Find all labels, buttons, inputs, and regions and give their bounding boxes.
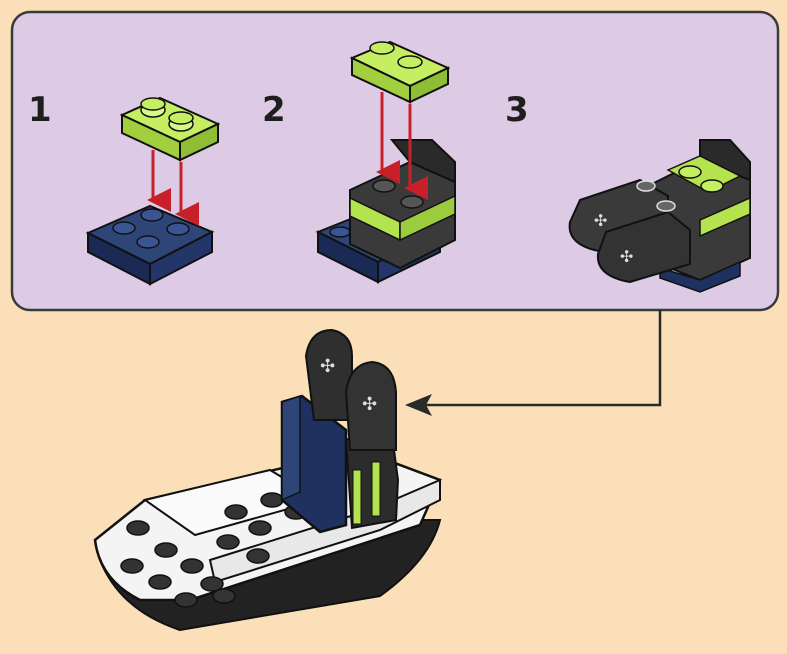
svg-text:✣: ✣ [362, 394, 377, 415]
step-2-assembly [315, 40, 456, 284]
lime-2x1-plate-icon [349, 40, 451, 104]
step-3-assembly: ✣ ✣ [568, 139, 751, 293]
callout-leader-arrowhead [405, 394, 432, 416]
step-number-1: 1 [28, 90, 52, 130]
svg-text:✣: ✣ [320, 356, 335, 377]
clip-pair-icon: ✣ ✣ [568, 178, 691, 284]
lime-2x1-plate-icon [119, 96, 221, 162]
svg-text:✣: ✣ [620, 247, 633, 266]
dark-bracket-icon [349, 139, 456, 270]
step-1-assembly [85, 96, 221, 286]
step-number-3: 3 [505, 90, 529, 130]
callout-leader-line [425, 310, 662, 407]
svg-text:✣: ✣ [594, 211, 607, 230]
hover-vehicle-base-icon: ✣ ✣ [93, 328, 442, 632]
step-number-2: 2 [262, 90, 286, 130]
